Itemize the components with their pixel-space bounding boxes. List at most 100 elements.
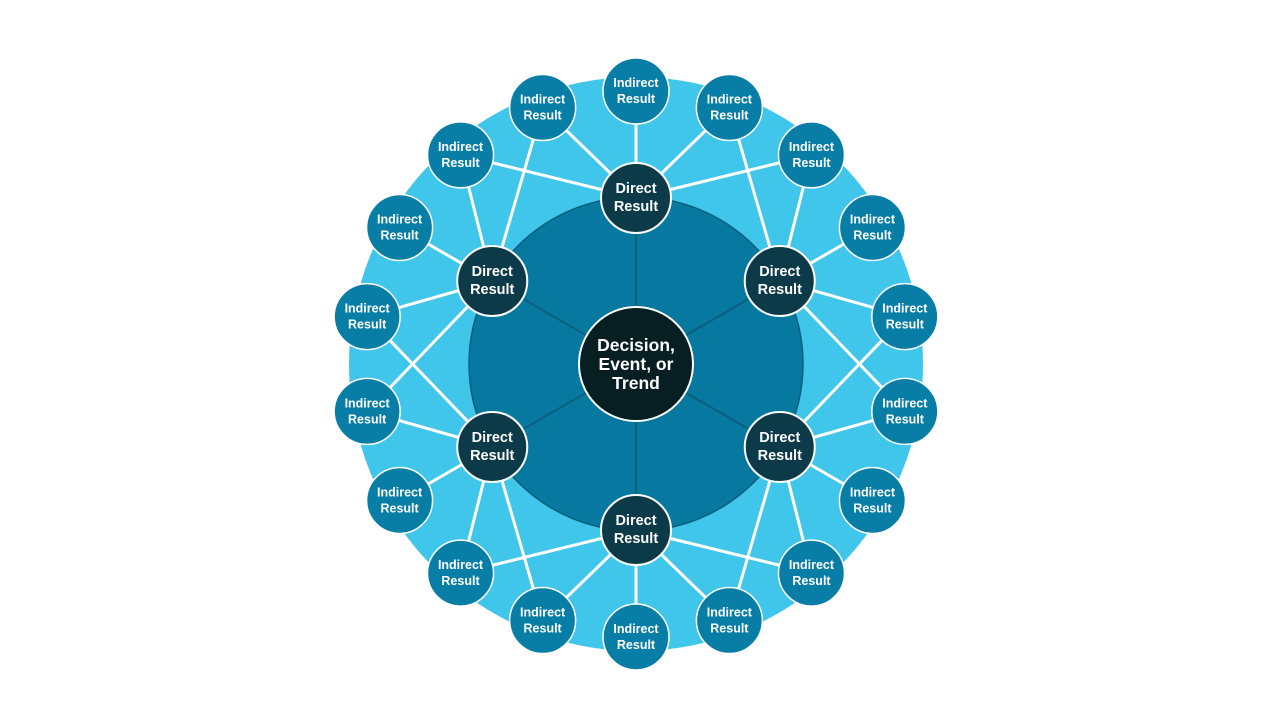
indirect-result-label: Indirect bbox=[438, 140, 484, 154]
direct-result-label: Result bbox=[470, 448, 514, 464]
indirect-result-label: Indirect bbox=[850, 486, 896, 500]
indirect-result-label: Result bbox=[524, 108, 563, 122]
indirect-result-circle bbox=[871, 377, 939, 446]
indirect-result-circle bbox=[838, 466, 907, 535]
indirect-result-circle bbox=[838, 193, 907, 262]
indirect-result-label: Result bbox=[348, 318, 387, 332]
indirect-result-label: Result bbox=[886, 412, 925, 426]
direct-result-label: Result bbox=[470, 282, 514, 298]
indirect-result-label: Indirect bbox=[438, 558, 484, 572]
center-label: Event, or bbox=[599, 354, 674, 374]
indirect-result-label: Indirect bbox=[520, 92, 566, 106]
direct-result-circle bbox=[600, 494, 672, 566]
indirect-result-circle bbox=[695, 586, 764, 655]
indirect-result-label: Result bbox=[441, 156, 480, 170]
indirect-result-label: Indirect bbox=[850, 213, 896, 227]
indirect-result-label: Indirect bbox=[345, 302, 391, 316]
indirect-result-label: Result bbox=[617, 638, 656, 652]
direct-result-circle bbox=[456, 411, 529, 483]
indirect-result-circle bbox=[777, 539, 846, 607]
direct-result-label: Result bbox=[758, 282, 802, 298]
indirect-result-circle bbox=[365, 193, 434, 262]
center-circle bbox=[578, 306, 694, 422]
indirect-result-label: Result bbox=[380, 229, 419, 243]
indirect-result-circle bbox=[695, 73, 764, 142]
indirect-result-circle bbox=[777, 121, 846, 189]
indirect-result-label: Result bbox=[380, 502, 419, 516]
indirect-result-label: Indirect bbox=[882, 396, 928, 410]
indirect-result-label: Indirect bbox=[520, 606, 566, 620]
direct-result-nodes: DirectResultDirectResultDirectResultDire… bbox=[456, 162, 816, 566]
indirect-result-label: Indirect bbox=[707, 92, 753, 106]
indirect-result-label: Indirect bbox=[789, 558, 835, 572]
indirect-result-circle bbox=[602, 603, 670, 671]
center-label: Decision, bbox=[597, 335, 675, 355]
direct-result-label: Result bbox=[758, 448, 802, 464]
indirect-result-label: Result bbox=[348, 412, 387, 426]
indirect-result-label: Result bbox=[792, 574, 831, 588]
indirect-result-circle bbox=[426, 539, 495, 607]
indirect-result-circle bbox=[871, 282, 939, 351]
indirect-result-label: Result bbox=[853, 502, 892, 516]
indirect-result-label: Indirect bbox=[613, 76, 659, 90]
direct-result-label: Result bbox=[614, 199, 658, 215]
indirect-result-label: Result bbox=[886, 318, 925, 332]
indirect-result-label: Result bbox=[710, 108, 749, 122]
direct-result-label: Direct bbox=[759, 264, 800, 280]
direct-result-circle bbox=[600, 162, 672, 234]
indirect-result-label: Result bbox=[853, 229, 892, 243]
indirect-result-circle bbox=[365, 466, 434, 535]
indirect-result-label: Result bbox=[710, 622, 749, 636]
indirect-result-circle bbox=[508, 586, 577, 655]
indirect-result-label: Indirect bbox=[345, 396, 391, 410]
indirect-result-circle bbox=[333, 377, 401, 446]
indirect-result-circle bbox=[508, 73, 577, 142]
indirect-result-label: Result bbox=[792, 156, 831, 170]
indirect-result-circle bbox=[602, 57, 670, 125]
indirect-result-label: Indirect bbox=[882, 302, 928, 316]
indirect-result-circle bbox=[333, 282, 401, 351]
indirect-result-label: Result bbox=[524, 622, 563, 636]
indirect-result-label: Indirect bbox=[377, 213, 423, 227]
direct-result-label: Direct bbox=[759, 430, 800, 446]
direct-result-label: Direct bbox=[615, 181, 656, 197]
indirect-result-label: Indirect bbox=[789, 140, 835, 154]
direct-result-label: Direct bbox=[472, 264, 513, 280]
direct-result-label: Direct bbox=[615, 513, 656, 529]
center-label: Trend bbox=[612, 373, 660, 393]
direct-result-circle bbox=[456, 245, 529, 317]
indirect-result-label: Indirect bbox=[613, 622, 659, 636]
direct-result-label: Direct bbox=[472, 430, 513, 446]
indirect-result-label: Indirect bbox=[707, 606, 753, 620]
direct-result-circle bbox=[743, 411, 816, 483]
direct-result-label: Result bbox=[614, 531, 658, 547]
indirect-result-label: Indirect bbox=[377, 486, 423, 500]
indirect-result-label: Result bbox=[441, 574, 480, 588]
